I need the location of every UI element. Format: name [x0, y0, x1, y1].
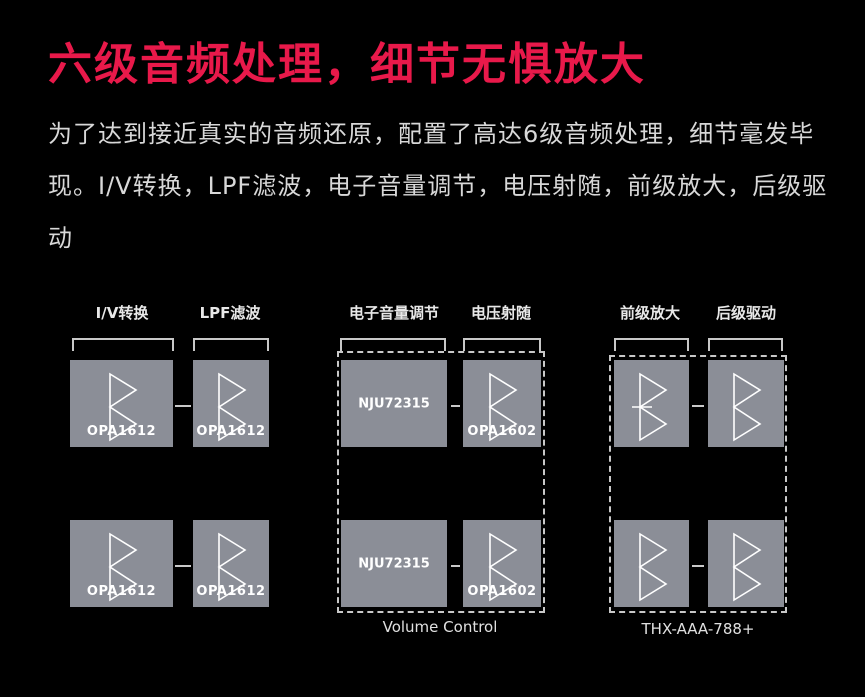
chip-block: NJU72315 [341, 520, 447, 607]
amplifier-icon [732, 372, 762, 442]
connector-line [175, 565, 191, 567]
amplifier-icon [488, 532, 518, 602]
chip-block: OPA1612 [70, 520, 173, 607]
chip-block: OPA1602 [463, 520, 541, 607]
amplifier-icon [108, 372, 137, 442]
chip-label: OPA1612 [86, 424, 157, 439]
chip-label: OPA1612 [86, 584, 157, 599]
chip-block [614, 360, 689, 447]
stage-label-buffer: 电压射随 [470, 304, 531, 322]
chip-block [708, 360, 784, 447]
thx-caption: THX-AAA-788+ [641, 620, 755, 638]
amplifier-icon [631, 372, 667, 442]
bracket [193, 338, 269, 351]
stage-label-lpf: LPF滤波 [199, 304, 261, 322]
volume-control-caption: Volume Control [382, 618, 498, 636]
bracket [708, 338, 783, 351]
page-title: 六级音频处理，细节无惧放大 [48, 39, 646, 90]
chip-label: OPA1602 [467, 424, 537, 439]
connector-line [692, 565, 704, 567]
chip-block [614, 520, 689, 607]
connector-line [175, 405, 191, 407]
connector-line [451, 405, 460, 407]
chip-label: OPA1602 [467, 584, 537, 599]
stage-label-volume: 电子音量调节 [348, 304, 439, 322]
amplifier-icon [217, 372, 247, 442]
chip-block [708, 520, 784, 607]
bracket [72, 338, 174, 351]
description: 为了达到接近真实的音频还原，配置了高达6级音频处理，细节毫发毕现。I/V转换，L… [48, 120, 828, 252]
stage-label-preamp: 前级放大 [619, 304, 680, 322]
amplifier-icon [638, 532, 667, 602]
bracket [463, 338, 541, 351]
connector-line [692, 405, 704, 407]
chip-label: OPA1612 [196, 584, 266, 599]
connector-line [451, 565, 460, 567]
chip-block: OPA1612 [70, 360, 173, 447]
amplifier-icon [217, 532, 247, 602]
chip-label: NJU72315 [358, 556, 430, 571]
amplifier-icon [732, 532, 762, 602]
amplifier-icon [108, 532, 137, 602]
chip-label: NJU72315 [358, 396, 430, 411]
stage-label-iv: I/V转换 [95, 304, 149, 322]
thx-group-outline [609, 355, 787, 613]
stage-label-driver: 后级驱动 [715, 304, 776, 322]
volume-group-outline [337, 351, 545, 613]
chip-label: OPA1612 [196, 424, 266, 439]
chip-block: OPA1602 [463, 360, 541, 447]
bracket [614, 338, 689, 351]
amplifier-icon [488, 372, 518, 442]
bracket [340, 338, 446, 351]
chip-block: OPA1612 [193, 360, 269, 447]
chip-block: NJU72315 [341, 360, 447, 447]
chip-block: OPA1612 [193, 520, 269, 607]
